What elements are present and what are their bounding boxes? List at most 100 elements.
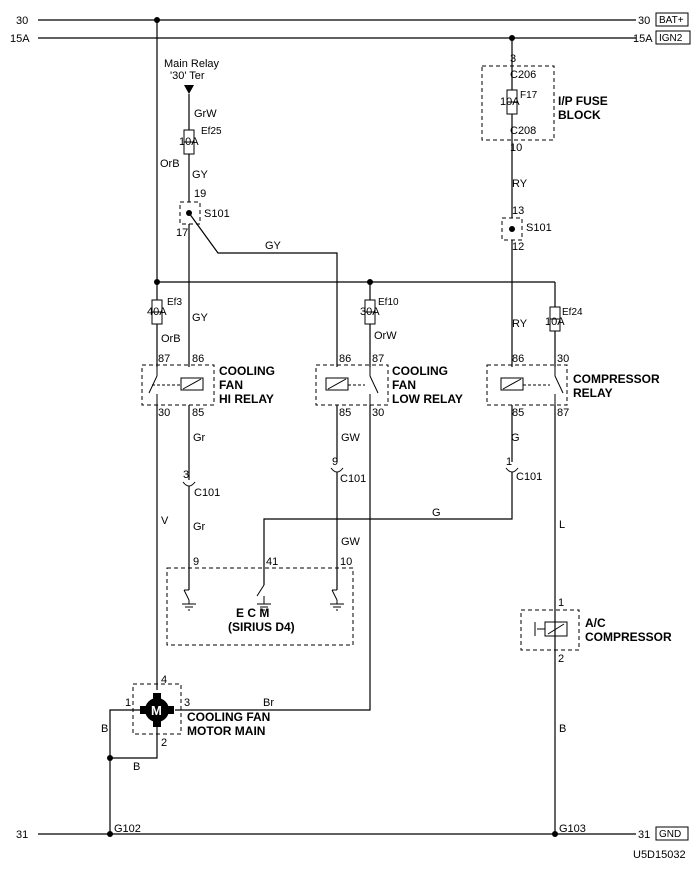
splice-left-pin-bottom: 17 xyxy=(176,227,188,239)
ground-rail-tag: GND xyxy=(659,829,681,840)
motor-pin-2: 2 xyxy=(161,737,167,749)
ecm-subtitle: (SIRIUS D4) xyxy=(228,620,295,634)
bat-feed-ef3: OrB xyxy=(154,17,180,300)
comp-relay-title-1: COMPRESSOR xyxy=(573,372,660,386)
motor-pin-4: 4 xyxy=(161,674,167,686)
ecm-driver-9 xyxy=(182,589,196,611)
splice-s101-right: 13 12 S101 xyxy=(501,205,552,253)
splice-left-pin-top: 19 xyxy=(194,188,206,200)
wire-label-gr-bottom: Gr xyxy=(193,521,206,533)
ground-g102: G102 xyxy=(114,823,141,835)
fuse-f17-rating: 10A xyxy=(500,96,520,108)
fuse-ef3-rating: 40A xyxy=(147,306,167,318)
c101-mid-pin: 9 xyxy=(332,456,338,468)
wire-label-b-motor-bottom: B xyxy=(133,761,140,773)
ip-fuse-block-title: I/P FUSE xyxy=(558,94,608,108)
comp-relay-pin-85: 85 xyxy=(512,407,524,419)
connector-c101-mid: 9 C101 xyxy=(330,456,366,485)
hi-relay-title-1: COOLING xyxy=(219,364,275,378)
comp-relay-pin-30: 30 xyxy=(557,353,569,365)
c101-right-name: C101 xyxy=(516,471,542,483)
ecm-pin-10: 10 xyxy=(340,556,352,568)
main-relay-feed: Main Relay '30' Ter GrW xyxy=(164,58,220,130)
comp-relay-title-2: RELAY xyxy=(573,386,613,400)
gy-cross-wire: GY xyxy=(188,212,338,367)
c101-left-pin: 3 xyxy=(183,469,189,481)
bat-rail-right-label: 30 xyxy=(638,15,650,27)
low-relay-pin-30: 30 xyxy=(372,407,384,419)
cooling-fan-low-relay: 86 87 85 30 COOLING FAN LOW RELAY xyxy=(315,353,463,419)
fuse-ef3-name: Ef3 xyxy=(167,297,182,308)
ip-fuse-c208: C208 xyxy=(510,125,536,137)
c101-left-name: C101 xyxy=(194,487,220,499)
cooling-fan-motor: M 4 1 3 2 COOLING FAN MOTOR MAIN xyxy=(125,674,270,749)
main-relay-arrow-icon xyxy=(184,85,194,94)
motor-pin-1: 1 xyxy=(125,697,131,709)
compressor-pin-1: 1 xyxy=(558,597,564,609)
c101-right-pin: 1 xyxy=(506,456,512,468)
fuse-ef10-rating: 30A xyxy=(360,306,380,318)
c101-mid-name: C101 xyxy=(340,473,366,485)
motor-title-1: COOLING FAN xyxy=(187,710,270,724)
main-relay-label: Main Relay xyxy=(164,58,220,70)
wire-label-g-cross: G xyxy=(432,507,441,519)
comp-relay-pin-86: 86 xyxy=(512,353,524,365)
compressor-relay: 86 30 85 87 COMPRESSOR RELAY xyxy=(486,353,660,419)
wire-label-orw: OrW xyxy=(374,330,397,342)
bat-rail-tag: BAT+ xyxy=(659,15,684,26)
fuse-f17-name: F17 xyxy=(520,90,538,101)
wire-label-l: L xyxy=(559,519,565,531)
wire-label-gy-top: GY xyxy=(192,169,209,181)
hi-relay-pin-86: 86 xyxy=(192,353,204,365)
low-relay-title-3: LOW RELAY xyxy=(392,392,463,406)
ground-rail-left-label: 31 xyxy=(16,829,28,841)
motor-pin-3: 3 xyxy=(184,697,190,709)
ign-rail-tag: IGN2 xyxy=(659,33,683,44)
fuse-ef24-name: Ef24 xyxy=(562,307,583,318)
motor-title-2: MOTOR MAIN xyxy=(187,724,265,738)
wire-label-g-top: G xyxy=(511,432,520,444)
wire-label-grw: GrW xyxy=(194,108,217,120)
main-relay-terminal-label: '30' Ter xyxy=(170,70,205,82)
fuse-ef25: 10A Ef25 xyxy=(179,126,222,155)
ip-fuse-pin-out: 10 xyxy=(510,142,522,154)
hi-relay-pin-30: 30 xyxy=(158,407,170,419)
splice-right-pin-top: 13 xyxy=(512,205,524,217)
hi-relay-pin-85: 85 xyxy=(192,407,204,419)
splice-left-name: S101 xyxy=(204,208,230,220)
motor-symbol: M xyxy=(151,703,162,718)
ecm-pin-9: 9 xyxy=(193,556,199,568)
compressor-pin-2: 2 xyxy=(558,653,564,665)
splice-right-pin-bottom: 12 xyxy=(512,241,524,253)
wire-label-v: V xyxy=(161,515,169,527)
ign-rail-left-label: 15A xyxy=(10,33,30,45)
ecm-pin-41: 41 xyxy=(266,556,278,568)
fuse-ef10-name: Ef10 xyxy=(378,297,399,308)
motor-icon xyxy=(145,698,169,722)
wire-label-orb-top: OrB xyxy=(160,158,180,170)
ip-fuse-c206: C206 xyxy=(510,69,536,81)
compressor-title-1: A/C xyxy=(585,616,606,630)
ground-g103: G103 xyxy=(559,823,586,835)
wire-label-ry-mid: RY xyxy=(512,318,528,330)
ground-rail: 31 31 GND xyxy=(16,826,689,841)
fuse-ef25-rating: 10A xyxy=(179,136,199,148)
low-relay-pin-86: 86 xyxy=(339,353,351,365)
hi-relay-title-2: FAN xyxy=(219,378,243,392)
fuse-ef25-name: Ef25 xyxy=(201,126,222,137)
ac-compressor: 1 2 A/C COMPRESSOR xyxy=(520,597,672,665)
low-relay-title-2: FAN xyxy=(392,378,416,392)
ip-fuse-block-subtitle: BLOCK xyxy=(558,108,601,122)
fuse-ef3: 40A Ef3 xyxy=(147,297,182,325)
wire-label-gy-cross: GY xyxy=(265,240,282,252)
figure-code: U5D15032 xyxy=(633,849,686,861)
hi-relay-pin-87: 87 xyxy=(158,353,170,365)
bat-rail-left-label: 30 xyxy=(16,15,28,27)
fuse-ef24-rating: 10A xyxy=(545,316,565,328)
fuse-ef10: 30A Ef10 xyxy=(360,297,399,325)
bat-rail: 30 30 BAT+ xyxy=(16,12,689,27)
compressor-title-2: COMPRESSOR xyxy=(585,630,672,644)
splice-right-name: S101 xyxy=(526,222,552,234)
ecm-driver-41 xyxy=(256,584,271,611)
